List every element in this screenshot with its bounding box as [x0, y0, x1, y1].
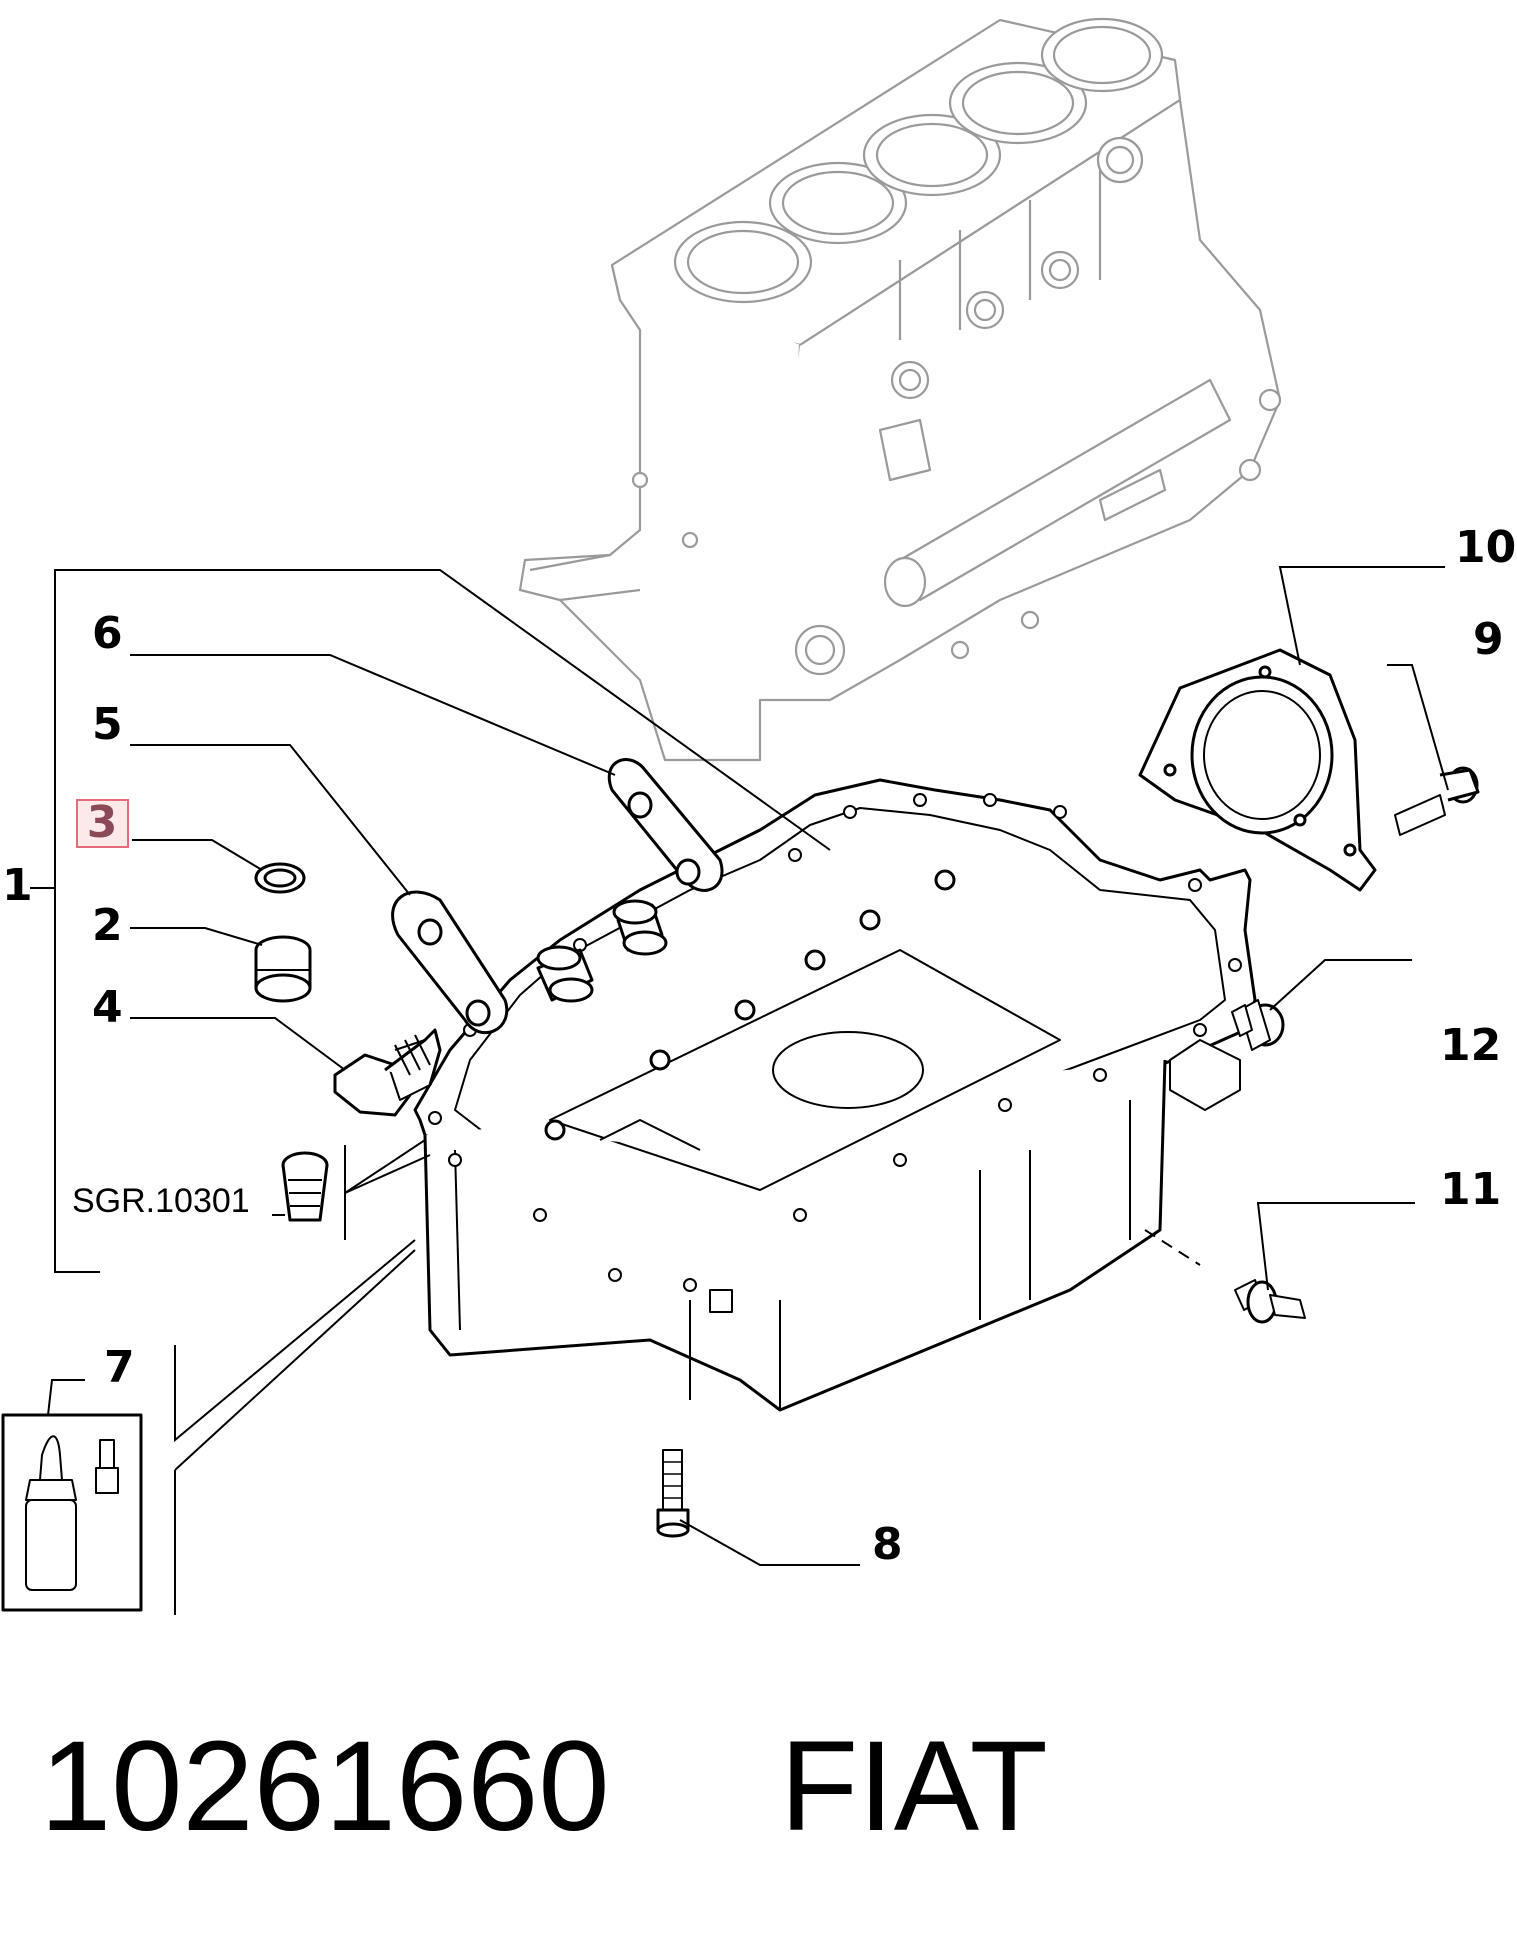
threaded-plug-part	[281, 1151, 329, 1222]
sealant-kit-part	[1, 1413, 143, 1612]
stud-part	[1234, 1279, 1306, 1324]
callout-3: 3	[87, 797, 118, 848]
part-number: 10261660	[40, 1715, 610, 1858]
sealing-washer-part	[254, 862, 306, 894]
small-parts	[1, 648, 1480, 1612]
callout-9: 9	[1473, 614, 1504, 665]
callout-10: 10	[1455, 522, 1516, 573]
callout-8: 8	[872, 1519, 903, 1570]
callout-11: 11	[1440, 1164, 1501, 1215]
callout-labels: 1 2 3 4 5 6 7 8 9 10 11 12 SGR.10301	[2, 522, 1516, 1570]
callout-3-highlight-box	[76, 799, 129, 848]
oil-level-sensor-part	[1231, 999, 1285, 1051]
callout-6: 6	[92, 608, 123, 659]
callout-7: 7	[104, 1342, 135, 1393]
callout-5: 5	[92, 699, 123, 750]
reference-label: SGR.10301	[72, 1182, 250, 1220]
callout-12: 12	[1440, 1020, 1501, 1071]
footer: 10261660 FIAT	[40, 1715, 1048, 1858]
oil-pan-tab-plate-part-2	[607, 758, 724, 956]
drain-plug-part	[254, 935, 312, 1003]
oil-pan-tab-plate-part	[391, 890, 594, 1034]
screw-part	[656, 1449, 690, 1538]
leader-lines	[30, 566, 1449, 1615]
oil-pan	[413, 778, 1257, 1412]
callout-1: 1	[2, 860, 33, 911]
engine-block	[518, 17, 1282, 762]
callout-4: 4	[92, 982, 123, 1033]
rear-seal-carrier-part	[1138, 648, 1377, 892]
brand-name: FIAT	[780, 1715, 1048, 1858]
flange-bolt-part	[1394, 766, 1480, 836]
callout-2: 2	[92, 900, 123, 951]
hex-bolt-part	[333, 1028, 442, 1117]
